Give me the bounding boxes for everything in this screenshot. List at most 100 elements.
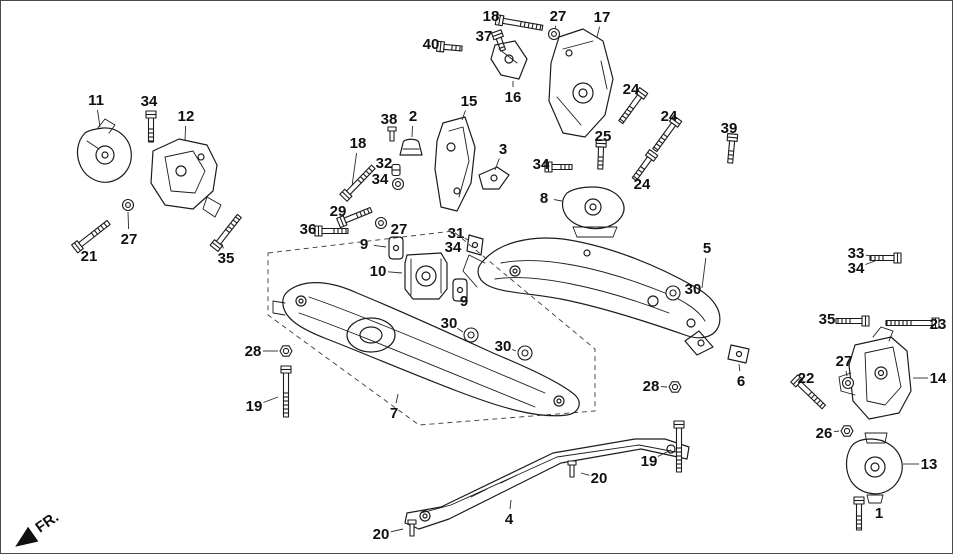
part-8-engine-mount — [561, 186, 625, 238]
callout-40: 40 — [423, 36, 440, 53]
bolt-icon — [790, 374, 827, 410]
nut-icon — [840, 425, 854, 437]
bolt-icon — [209, 213, 242, 252]
bolt-icon — [314, 225, 349, 237]
callout-34: 34 — [141, 93, 158, 110]
bolt-icon — [71, 219, 111, 254]
nut-icon — [668, 381, 682, 393]
callout-6: 6 — [737, 373, 745, 390]
leader-line-18 — [351, 152, 358, 187]
bolt-icon — [436, 40, 463, 53]
callout-34: 34 — [445, 239, 462, 256]
callout-8: 8 — [540, 190, 548, 207]
callout-27: 27 — [550, 8, 567, 25]
part-5-rear-crossmember — [462, 237, 721, 356]
part-17-transmission-mount-bracket — [548, 28, 614, 138]
leader-line-20 — [580, 472, 590, 476]
washer-icon — [121, 198, 135, 212]
leader-line-27 — [127, 211, 130, 230]
leader-line-34 — [865, 260, 876, 265]
callout-27: 27 — [121, 231, 138, 248]
stud-icon — [407, 519, 417, 537]
callout-32: 32 — [376, 155, 393, 172]
leader-line-7 — [395, 393, 399, 404]
fasteners-layer — [71, 14, 940, 537]
leader-line-12 — [184, 125, 187, 142]
callout-33: 33 — [848, 245, 865, 262]
callout-30: 30 — [685, 281, 702, 298]
part-9-plate-upper — [388, 236, 404, 260]
callout-9: 9 — [360, 236, 368, 253]
callout-37: 37 — [476, 28, 493, 45]
callout-35: 35 — [819, 311, 836, 328]
part-16-bracket-arm — [490, 40, 528, 80]
leader-line-8 — [553, 199, 563, 202]
callout-12: 12 — [178, 108, 195, 125]
callout-11: 11 — [88, 92, 104, 109]
grommet-icon — [665, 285, 681, 301]
callout-28: 28 — [643, 378, 660, 395]
part-15-mount-bracket — [434, 116, 476, 212]
part-14-side-mount-bracket — [838, 326, 912, 420]
washer-icon — [841, 376, 855, 390]
leader-line-30 — [457, 328, 464, 333]
leader-line-10 — [387, 271, 403, 274]
callout-24: 24 — [623, 81, 640, 98]
callout-13: 13 — [921, 456, 938, 473]
leader-line-2 — [411, 125, 413, 138]
leader-line-3 — [494, 158, 500, 171]
callout-19: 19 — [641, 453, 658, 470]
grommet-icon — [463, 327, 479, 343]
stud-icon — [567, 460, 577, 478]
callout-39: 39 — [721, 120, 738, 137]
callout-27: 27 — [836, 353, 853, 370]
part-31-bracket — [466, 234, 484, 256]
callout-16: 16 — [505, 89, 522, 106]
callout-18: 18 — [350, 135, 367, 152]
bolt-icon — [631, 149, 659, 182]
callout-29: 29 — [330, 203, 347, 220]
bolt-icon — [835, 315, 870, 327]
callout-10: 10 — [370, 263, 387, 280]
callout-36: 36 — [300, 221, 317, 238]
callout-30: 30 — [441, 315, 458, 332]
part-4-center-beam — [404, 438, 690, 530]
callout-27: 27 — [391, 221, 408, 238]
leader-line-15 — [461, 110, 466, 121]
part-10-mount — [404, 252, 448, 300]
callout-28: 28 — [245, 343, 262, 360]
callout-9: 9 — [460, 293, 468, 310]
callout-34: 34 — [533, 156, 550, 173]
callout-30: 30 — [495, 338, 512, 355]
bolt-icon — [885, 317, 940, 329]
bolt-icon — [145, 110, 157, 143]
bolt-icon — [336, 207, 373, 229]
leader-line-31 — [464, 237, 469, 241]
leader-line-9 — [373, 244, 387, 248]
callout-35: 35 — [218, 250, 235, 267]
callout-3: 3 — [499, 141, 507, 158]
bolt-icon — [491, 29, 507, 52]
callout-21: 21 — [81, 248, 98, 265]
washer-icon — [374, 216, 388, 230]
callout-31: 31 — [448, 225, 465, 242]
part-6-tab-bracket — [727, 344, 750, 364]
bolt-icon — [618, 87, 649, 125]
leader-line-19 — [657, 449, 672, 457]
part-12-mount-bracket — [150, 138, 222, 218]
callout-1: 1 — [875, 505, 883, 522]
callout-4: 4 — [505, 511, 514, 528]
bolt-icon — [726, 133, 739, 164]
callout-38: 38 — [381, 111, 398, 128]
leader-line-27 — [845, 370, 848, 377]
projection-box — [267, 230, 596, 426]
cylinder-icon — [391, 163, 401, 177]
leader-line-20 — [390, 528, 404, 533]
callout-18: 18 — [483, 8, 500, 25]
callout-17: 17 — [594, 9, 611, 26]
bolt-icon — [652, 115, 683, 153]
bolt-icon — [544, 161, 573, 173]
washer-icon — [547, 27, 561, 41]
leader-line-5 — [701, 257, 707, 289]
